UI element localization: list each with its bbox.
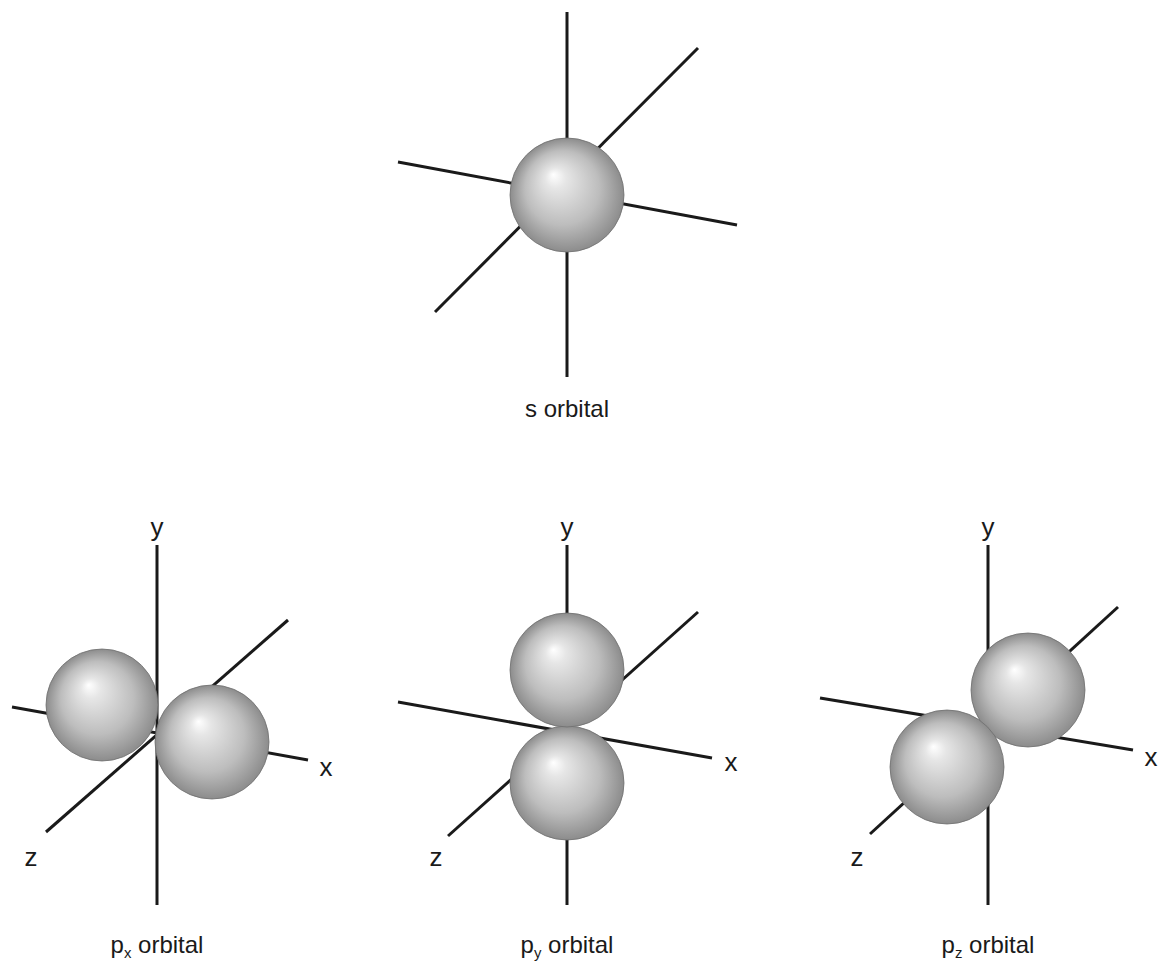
axis-label: x [320,754,333,780]
axis-line [870,607,1118,834]
orbital-lobe [890,710,1004,824]
orbital-lobe [510,138,624,252]
axis-label: x [1145,744,1158,770]
axis-label: z [851,844,864,870]
axis-label: z [430,844,443,870]
axis-label: y [151,514,164,540]
axis-label: y [982,514,995,540]
orbital-lobe [46,649,158,761]
orbital-caption: py orbital [521,933,614,957]
orbital-lobe [155,685,269,799]
axis-label: y [561,514,574,540]
orbital-caption: s orbital [525,397,609,421]
axis-label: z [25,844,38,870]
axis-label: x [725,749,738,775]
axis-line [46,620,288,832]
orbital-caption: pz orbital [942,933,1035,957]
orbital-lobe [510,613,624,727]
orbital-caption: px orbital [111,933,204,957]
axis-line [435,48,698,312]
orbital-lobe [510,726,624,840]
